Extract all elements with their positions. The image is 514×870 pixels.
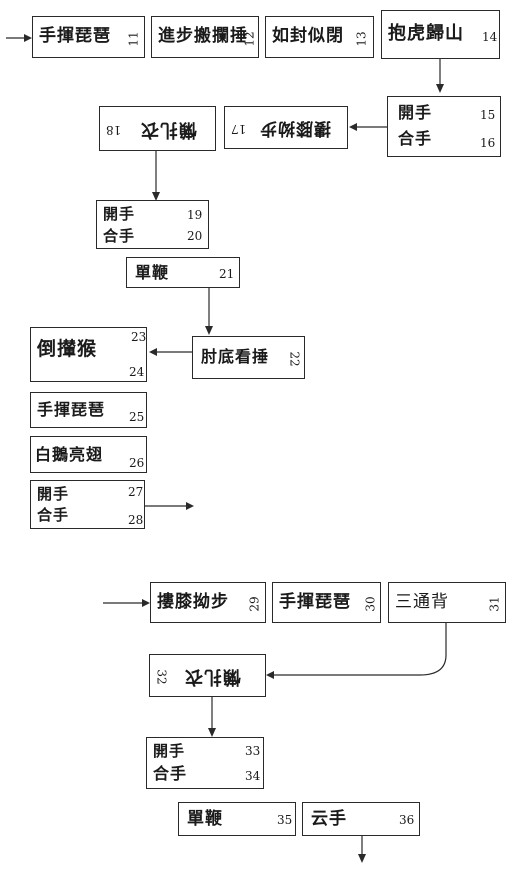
step-number-31: 31 bbox=[487, 596, 502, 612]
step-box-31: 三通背 31 bbox=[388, 582, 506, 623]
step-label-19: 開手 bbox=[103, 205, 136, 223]
step-label-21: 單鞭 bbox=[135, 263, 170, 282]
step-label-23: 倒攆猴 bbox=[37, 338, 98, 360]
step-label-36: 云手 bbox=[311, 809, 347, 829]
step-number-11: 11 bbox=[126, 31, 141, 47]
step-box-13: 如封似閉 13 bbox=[265, 16, 374, 58]
arrow-31-to-32 bbox=[272, 623, 447, 676]
step-box-29: 摟膝拗步 29 bbox=[150, 582, 266, 623]
step-label-12: 進步搬攔捶 bbox=[158, 26, 248, 46]
arrowhead-15-to-17 bbox=[349, 123, 357, 131]
step-number-29: 29 bbox=[247, 596, 262, 612]
step-box-21: 單鞭 21 bbox=[126, 257, 240, 288]
step-label-32: 懶扎衣 bbox=[184, 666, 241, 687]
step-number-36: 36 bbox=[399, 813, 415, 827]
step-number-26: 26 bbox=[129, 456, 145, 470]
step-number-16: 16 bbox=[480, 136, 496, 150]
step-number-19: 19 bbox=[187, 208, 203, 222]
step-number-14: 14 bbox=[482, 30, 498, 44]
step-box-14: 抱虎歸山 14 bbox=[381, 10, 500, 59]
step-number-25: 25 bbox=[129, 410, 145, 424]
arrowhead-exit-bottom bbox=[358, 854, 366, 863]
step-label-14: 抱虎歸山 bbox=[388, 23, 464, 44]
step-box-17: 摟膝拗步 17 bbox=[224, 106, 348, 149]
step-label-29: 摟膝拗步 bbox=[157, 592, 229, 612]
step-box-33-34: 開手 33 合手 34 bbox=[146, 737, 264, 789]
arrowhead-31-to-32 bbox=[266, 671, 274, 679]
step-number-24: 24 bbox=[129, 365, 145, 379]
step-number-35: 35 bbox=[277, 813, 293, 827]
step-label-15: 開手 bbox=[398, 103, 433, 122]
step-label-35: 單鞭 bbox=[187, 809, 223, 829]
step-number-18: 18 bbox=[106, 123, 122, 137]
step-box-22: 肘底看捶 22 bbox=[192, 336, 305, 379]
arrowhead-32-to-33 bbox=[208, 728, 216, 737]
step-number-20: 20 bbox=[187, 229, 203, 243]
step-box-25: 手揮琵琶 25 bbox=[30, 392, 147, 428]
step-label-16: 合手 bbox=[398, 129, 433, 148]
step-number-15: 15 bbox=[480, 108, 496, 122]
step-box-15-16: 開手 15 合手 16 bbox=[387, 96, 501, 157]
step-label-11: 手揮琵琶 bbox=[39, 26, 111, 46]
step-number-21: 21 bbox=[219, 267, 235, 281]
step-number-30: 30 bbox=[363, 596, 378, 612]
step-label-26: 白鵝亮翅 bbox=[35, 445, 104, 464]
step-number-22: 22 bbox=[287, 351, 302, 367]
step-label-18: 懶扎衣 bbox=[140, 119, 197, 140]
arrowhead-entry-bottom bbox=[142, 599, 150, 607]
step-box-26: 白鵝亮翅 26 bbox=[30, 436, 147, 473]
step-box-18: 懶扎衣 18 bbox=[99, 106, 216, 151]
step-label-13: 如封似閉 bbox=[272, 26, 344, 46]
step-box-19-20: 開手 19 合手 20 bbox=[96, 200, 209, 249]
arrowhead-22-to-23 bbox=[149, 348, 157, 356]
arrowhead-14-to-15 bbox=[436, 84, 444, 93]
step-number-13: 13 bbox=[354, 31, 369, 47]
step-box-30: 手揮琵琶 30 bbox=[272, 582, 381, 623]
step-number-32: 32 bbox=[154, 669, 169, 685]
arrowhead-entry-top bbox=[24, 34, 32, 42]
step-label-34: 合手 bbox=[153, 764, 188, 783]
step-label-22: 肘底看捶 bbox=[201, 347, 270, 366]
step-box-35: 單鞭 35 bbox=[178, 802, 296, 836]
step-box-23-24: 倒攆猴 23 24 bbox=[30, 327, 147, 382]
arrowhead-18-to-19 bbox=[152, 192, 160, 201]
step-label-28: 合手 bbox=[37, 506, 70, 524]
step-label-17: 摟膝拗步 bbox=[259, 118, 331, 138]
step-label-25: 手揮琵琶 bbox=[37, 400, 106, 419]
step-number-34: 34 bbox=[245, 769, 261, 783]
arrowhead-21-to-22 bbox=[205, 326, 213, 335]
step-number-28: 28 bbox=[128, 513, 144, 527]
step-box-11: 手揮琵琶 11 bbox=[32, 16, 145, 58]
step-number-23: 23 bbox=[131, 330, 147, 344]
step-box-27-28: 開手 27 合手 28 bbox=[30, 480, 145, 529]
step-number-33: 33 bbox=[245, 744, 261, 758]
step-number-12: 12 bbox=[242, 31, 257, 47]
step-label-27: 開手 bbox=[37, 485, 70, 503]
arrowhead-exit-mid bbox=[186, 502, 194, 510]
step-box-12: 進步搬攔捶 12 bbox=[151, 16, 259, 58]
step-box-32: 懶扎衣 32 bbox=[149, 654, 266, 697]
step-number-17: 17 bbox=[231, 122, 247, 136]
step-label-31: 三通背 bbox=[395, 592, 449, 612]
step-label-30: 手揮琵琶 bbox=[279, 592, 351, 612]
step-label-33: 開手 bbox=[153, 742, 186, 760]
step-box-36: 云手 36 bbox=[302, 802, 420, 836]
step-label-20: 合手 bbox=[103, 227, 136, 245]
step-number-27: 27 bbox=[128, 485, 144, 499]
